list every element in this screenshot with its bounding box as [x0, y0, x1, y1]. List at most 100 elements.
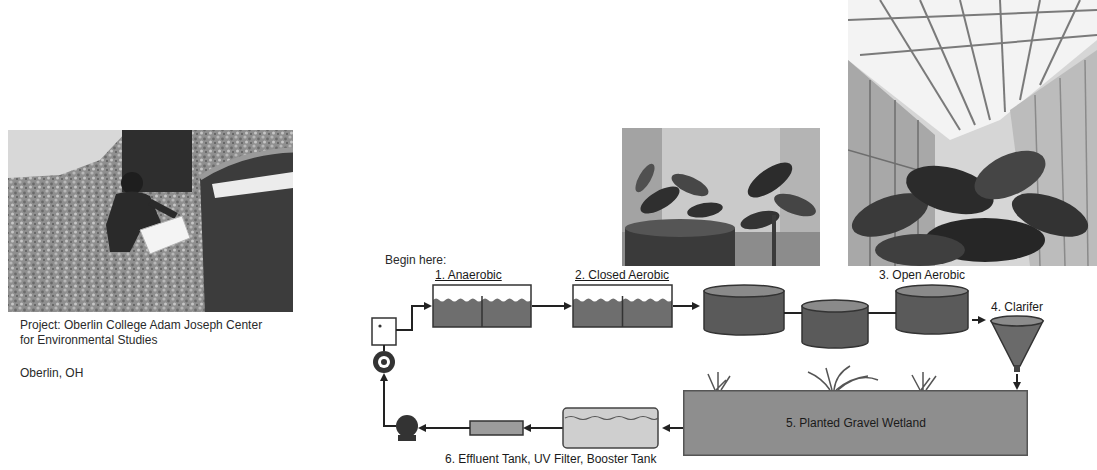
site-photo-part	[200, 150, 293, 312]
site-photo	[8, 130, 293, 312]
return-arrowheads-part	[523, 424, 531, 432]
node-shape-part	[622, 296, 624, 327]
flow-arrow	[1013, 374, 1021, 390]
return-piping-part	[396, 306, 424, 330]
arrowhead	[564, 302, 572, 310]
atrium-photo-part-part	[869, 80, 871, 266]
flow-line	[532, 305, 564, 307]
node-label: 6. Effluent Tank, UV Filter, Booster Tan…	[445, 452, 656, 466]
pump-box-part	[372, 318, 396, 345]
atrium-photo-part-part	[920, 0, 975, 125]
pump-box-part	[378, 324, 381, 327]
flow-arrow	[972, 316, 986, 324]
node-shape-part	[1014, 366, 1020, 372]
uv-filter-part	[470, 421, 523, 435]
return-arrowheads-part	[418, 424, 426, 432]
flow-arrow	[662, 424, 683, 432]
node-shape-part	[896, 285, 968, 297]
location-caption: Oberlin, OH	[20, 366, 83, 381]
site-photo-part	[121, 172, 143, 194]
return-piping-part	[531, 427, 563, 429]
start-note: Begin here:	[385, 253, 446, 268]
clarifier-cone: 4. Clarifer	[986, 300, 1048, 374]
atrium-photo-part-part	[1085, 60, 1088, 266]
wetland-plants-part	[808, 366, 878, 390]
site-photo-part	[140, 216, 190, 254]
interior-photo-part	[622, 128, 820, 266]
node-shape-part	[433, 285, 531, 327]
node-shape-part	[991, 316, 1043, 326]
node-shape-part	[573, 285, 672, 327]
arrowhead	[978, 316, 986, 324]
flow-arrow	[673, 302, 700, 310]
booster-pump	[396, 415, 418, 441]
site-photo-part	[8, 130, 293, 312]
gravel-wetland: 5. Planted Gravel Wetland	[683, 390, 1028, 456]
project-caption: Project: Oberlin College Adam Joseph Cen…	[20, 318, 270, 348]
interior-photo	[622, 128, 820, 266]
atrium-photo-part	[875, 234, 965, 266]
open-aerobic-tanks: 3. Open Aerobic	[700, 268, 972, 350]
wetland-plants-part	[912, 372, 936, 390]
site-photo-part	[212, 172, 293, 198]
return-piping-part	[426, 427, 470, 429]
flow-arrow	[532, 302, 572, 310]
effluent-tank: 6. Effluent Tank, UV Filter, Booster Tan…	[440, 406, 662, 466]
booster-pump-part	[396, 415, 418, 437]
interior-photo-part	[772, 215, 776, 266]
site-photo-part	[150, 202, 176, 216]
booster-pump-part	[398, 435, 416, 441]
atrium-photo	[848, 0, 1097, 266]
node-shape-part	[704, 285, 784, 297]
return-arrowheads-part	[424, 302, 432, 310]
node-label: 2. Closed Aerobic	[575, 268, 669, 282]
closed-aerobic-tank: 2. Closed Aerobic	[572, 268, 673, 330]
wetland-plants-part	[708, 372, 730, 390]
flow-line	[972, 319, 978, 321]
atrium-photo-part-part	[1060, 78, 1065, 266]
arrowhead	[662, 424, 670, 432]
arrowhead	[1013, 382, 1021, 390]
node-label: 3. Open Aerobic	[879, 268, 965, 282]
flow-line	[670, 427, 683, 429]
atrium-photo-part-part	[860, 35, 1097, 55]
node-shape-part	[684, 391, 1028, 456]
node-label: 4. Clarifer	[991, 300, 1043, 314]
site-photo-part	[200, 150, 293, 178]
atrium-photo-part-part	[848, 10, 1097, 20]
pump-symbol-part	[373, 351, 395, 373]
node-shape-part	[868, 312, 896, 314]
site-photo-part	[8, 130, 128, 178]
atrium-photo-part-part	[1020, 0, 1040, 100]
atrium-photo-part-part	[960, 0, 990, 120]
flow-line	[1016, 374, 1018, 382]
return-piping-part	[383, 345, 385, 351]
flow-line	[673, 305, 692, 307]
node-shape-part	[433, 285, 531, 327]
node-shape-part	[784, 312, 802, 314]
interior-photo-part	[686, 200, 724, 220]
return-arrowheads-part	[380, 373, 388, 381]
interior-photo-part	[668, 169, 711, 200]
interior-photo-part	[625, 219, 735, 237]
node-shape-part	[991, 321, 1043, 366]
node-shape-part	[565, 417, 658, 420]
anaerobic-tank: 1. Anaerobic	[432, 268, 532, 330]
node-shape-part	[573, 285, 672, 327]
node-shape-part	[802, 300, 868, 312]
atrium-photo-part-part	[1000, 0, 1005, 112]
pump-box	[372, 318, 396, 345]
node-shape-part	[563, 408, 658, 448]
uv-filter	[470, 421, 523, 435]
pump-symbol-part	[378, 356, 390, 368]
node-label: 5. Planted Gravel Wetland	[786, 416, 926, 430]
arrowhead	[692, 302, 700, 310]
interior-photo-part	[632, 161, 658, 195]
return-piping-part	[384, 381, 396, 426]
node-shape-part	[481, 296, 483, 327]
node-label: 1. Anaerobic	[435, 268, 502, 282]
pump-symbol	[373, 351, 395, 373]
wetland-plants	[708, 366, 936, 390]
pump-symbol-part	[381, 359, 387, 365]
